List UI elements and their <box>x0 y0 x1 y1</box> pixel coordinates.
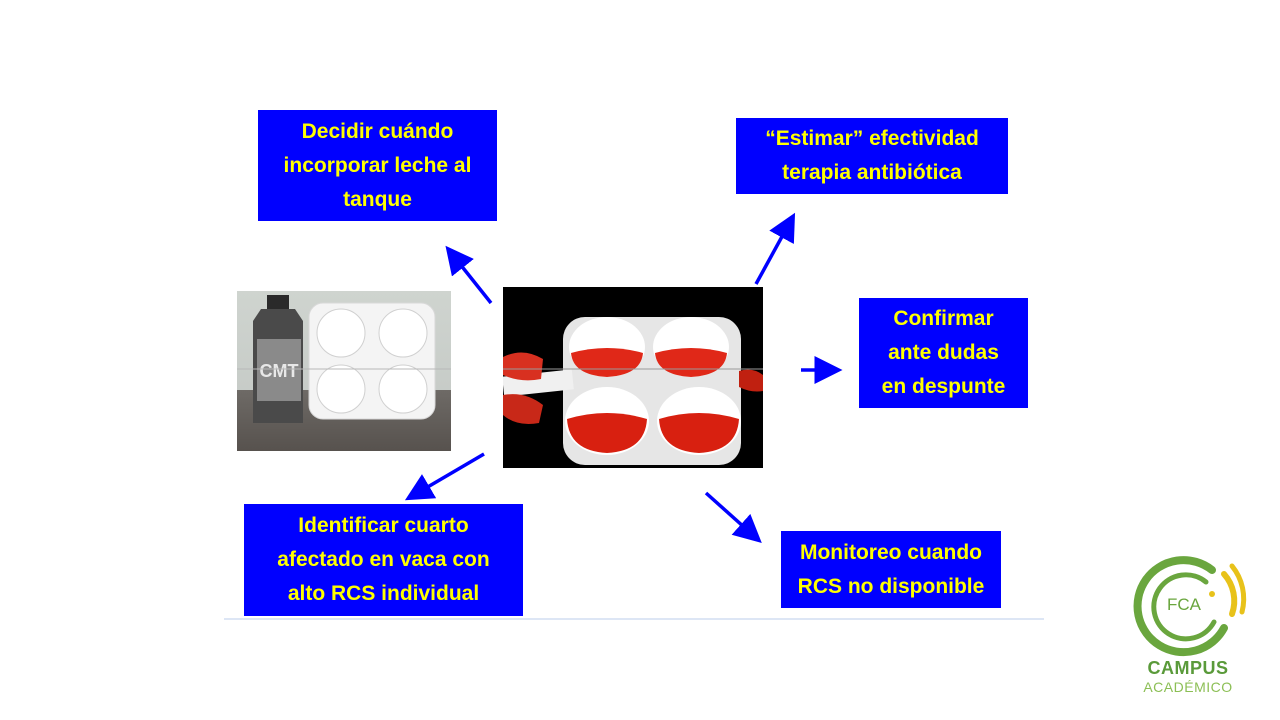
box-decidir-line-2: incorporar leche al <box>283 153 472 177</box>
cmt-kit-illustration: CMT <box>237 295 451 423</box>
cup-1-liquid <box>571 348 643 377</box>
logo-inner-text: FCA <box>1167 595 1202 614</box>
box-estimar: “Estimar” efectividad terapia antibiótic… <box>736 118 1008 194</box>
arrow-to-identificar <box>404 452 485 501</box>
cup-2-liquid <box>655 348 727 377</box>
box-identificar: Identificar cuarto afectado en vaca con … <box>244 504 523 616</box>
left-hand <box>503 352 543 381</box>
paddle-cup-2 <box>378 308 428 358</box>
logo-text-academico: ACADÉMICO <box>1143 679 1233 695</box>
bottle-label-text: CMT <box>260 361 299 381</box>
campus-academico-logo: FCA CAMPUS ACADÉMICO <box>1128 548 1248 700</box>
left-hand-lower <box>503 394 543 424</box>
box-estimar-line-2: terapia antibiótica <box>782 161 962 184</box>
box-decidir-line-3: tanque <box>343 187 412 211</box>
box-identificar-line-2: afectado en vaca con <box>277 548 490 571</box>
box-identificar-line-1: Identificar cuarto <box>298 514 469 537</box>
box-decidir: Decidir cuándo incorporar leche al tanqu… <box>258 110 497 221</box>
box-estimar-line-1: “Estimar” efectividad <box>765 127 979 150</box>
bottle-label <box>257 339 301 401</box>
box-confirmar: Confirmar ante dudas en despunte <box>859 298 1028 408</box>
paddle-cup-1 <box>316 308 366 358</box>
box-confirmar-line-2: ante dudas <box>888 341 999 364</box>
logo-text-campus: CAMPUS <box>1147 658 1229 678</box>
cup-3-liquid <box>567 413 647 453</box>
right-hand <box>739 369 763 392</box>
arrow-to-monitoreo <box>704 491 762 544</box>
paddle-cup-4 <box>378 364 428 414</box>
logo-rings: FCA <box>1133 556 1247 657</box>
box-confirmar-line-1: Confirmar <box>893 307 994 330</box>
box-decidir-line-1: Decidir cuándo <box>301 119 454 143</box>
paddle-cup-3 <box>316 364 366 414</box>
arrow-to-estimar <box>754 212 796 285</box>
logo-dot <box>1209 591 1215 597</box>
cup-4-liquid <box>659 413 739 453</box>
box-monitoreo-line-2: RCS no disponible <box>797 574 985 598</box>
logo-ring-outer <box>1133 556 1228 657</box>
bottle-cap <box>267 295 289 309</box>
divider-line <box>224 618 1044 620</box>
cmt-reaction-photo <box>503 287 763 468</box>
logo-arc-yellow-1 <box>1221 571 1238 617</box>
logo-ring-inner <box>1151 572 1217 642</box>
box-monitoreo: Monitoreo cuando RCS no disponible <box>781 531 1001 608</box>
box-identificar-line-3: alto RCS individual <box>287 582 480 605</box>
arrow-to-decidir <box>445 245 493 305</box>
cmt-kit-photo: CMT <box>237 291 451 451</box>
box-monitoreo-line-1: Monitoreo cuando <box>799 540 982 564</box>
box-confirmar-line-3: en despunte <box>881 375 1006 398</box>
cmt-reaction-illustration <box>503 317 763 465</box>
logo-arc-yellow-2 <box>1229 563 1247 615</box>
